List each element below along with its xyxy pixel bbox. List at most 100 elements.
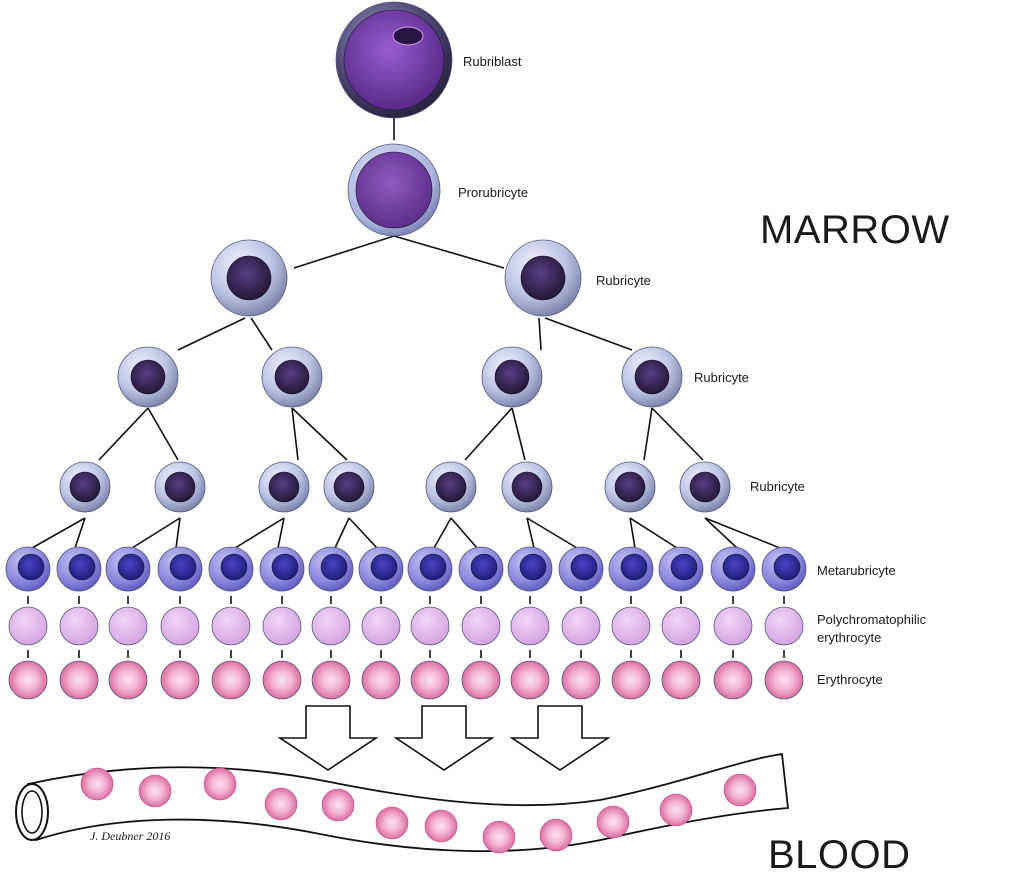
- rubricyte-l3-cell: [425, 461, 477, 513]
- erythrocyte-cell: [764, 660, 804, 700]
- polychromatophilic-cell: [661, 606, 701, 646]
- rubriblast-cell: [335, 1, 453, 119]
- label-polychromatophilic-2: erythrocyte: [817, 630, 881, 645]
- metarubricyte-cell: [658, 546, 704, 592]
- connector-r3-meta: [629, 517, 678, 549]
- blood-erythrocytes: [80, 767, 757, 854]
- connector-r2-r3: [643, 407, 653, 461]
- rubricyte-l2-cell: [261, 346, 323, 408]
- connector-r3-meta: [526, 517, 535, 549]
- erythrocyte-cell: [713, 660, 753, 700]
- polychromatophilic-cell: [160, 606, 200, 646]
- connector-r3-meta: [334, 517, 350, 549]
- down-arrow-icon: [509, 705, 611, 771]
- connector-r2-r3: [147, 407, 179, 461]
- label-polychromatophilic-1: Polychromatophilic: [817, 612, 927, 627]
- label-rubriblast: Rubriblast: [463, 54, 522, 69]
- connector-pro-r1-left: [293, 235, 395, 269]
- blood-erythrocyte: [80, 767, 114, 801]
- metarubricyte-cell: [358, 546, 404, 592]
- polychromatophilic-cell: [311, 606, 351, 646]
- connector-r3-meta: [74, 517, 86, 549]
- metarubricyte-cell: [157, 546, 203, 592]
- region-blood: BLOOD: [768, 833, 911, 877]
- rubricyte-l3-cell: [501, 461, 553, 513]
- connector-r3-meta: [348, 517, 378, 549]
- connector-r3-meta: [450, 517, 478, 549]
- metarubricyte-cell: [105, 546, 151, 592]
- connector-r3-meta: [31, 517, 86, 549]
- label-prorubricyte: Prorubricyte: [458, 185, 528, 200]
- rubricyte-l1-cell: [504, 239, 582, 317]
- label-metarubricyte: Metarubricyte: [817, 563, 896, 578]
- connector-r3-meta: [234, 517, 285, 549]
- prorubricyte-cell: [347, 143, 441, 237]
- erythrocyte-cell: [611, 660, 651, 700]
- erythrocyte-cell: [661, 660, 701, 700]
- polychromatophilic-cell: [361, 606, 401, 646]
- polychromatophilic-cell: [59, 606, 99, 646]
- erythrocyte-cell: [8, 660, 48, 700]
- rubricyte-l3-cell: [604, 461, 656, 513]
- blood-erythrocyte: [321, 788, 355, 822]
- blood-erythrocyte: [596, 805, 630, 839]
- label-rubricyte-3: Rubricyte: [750, 479, 805, 494]
- metarubricyte-cell: [56, 546, 102, 592]
- down-arrow-icon: [393, 705, 495, 771]
- lineage-connectors: [27, 118, 785, 658]
- metarubricyte-cell: [208, 546, 254, 592]
- metarubricyte-cell: [558, 546, 604, 592]
- label-rubricyte-2: Rubricyte: [694, 370, 749, 385]
- erythrocyte-cell: [361, 660, 401, 700]
- connector-r3-meta: [704, 517, 781, 549]
- metarubricyte-cell: [5, 546, 51, 592]
- erythrocyte-cell: [510, 660, 550, 700]
- polychromatophilic-cell: [211, 606, 251, 646]
- polychromatophilic-cell: [713, 606, 753, 646]
- blood-erythrocyte: [138, 774, 172, 808]
- blood-erythrocyte: [375, 806, 409, 840]
- metarubricyte-cell: [458, 546, 504, 592]
- connector-r2-r3: [464, 407, 513, 461]
- connector-r1-r2: [177, 317, 246, 351]
- connector-r3-meta: [629, 517, 636, 549]
- polychromatophilic-cell: [764, 606, 804, 646]
- region-marrow: MARROW: [760, 208, 950, 252]
- rubricyte-l2-cell: [481, 346, 543, 408]
- connector-r3-meta: [131, 517, 181, 549]
- connector-r3-meta: [175, 517, 181, 549]
- metarubricyte-cell: [259, 546, 305, 592]
- polychromatophilic-cell: [410, 606, 450, 646]
- blood-erythrocyte: [264, 787, 298, 821]
- polychromatophilic-cell: [461, 606, 501, 646]
- connector-r2-r3: [511, 407, 526, 461]
- connector-pro-r1-right: [393, 235, 505, 269]
- polychromatophilic-cell: [108, 606, 148, 646]
- erythrocyte-cell: [311, 660, 351, 700]
- connector-r3-meta: [277, 517, 285, 549]
- polychromatophilic-cell: [611, 606, 651, 646]
- blood-erythrocyte: [539, 818, 573, 852]
- metarubricyte-cell: [608, 546, 654, 592]
- connector-r2-r3: [651, 407, 704, 461]
- connector-r2-r3: [291, 407, 348, 461]
- blood-erythrocyte: [203, 767, 237, 801]
- rubricyte-l3-cell: [679, 461, 731, 513]
- connector-r1-r2: [538, 317, 542, 351]
- polychromatophilic-cell: [561, 606, 601, 646]
- blood-erythrocyte: [424, 809, 458, 843]
- erythrocyte-cell: [410, 660, 450, 700]
- polychromatophilic-cell: [8, 606, 48, 646]
- metarubricyte-cell: [507, 546, 553, 592]
- down-arrow-icon: [277, 705, 379, 771]
- erythrocyte-cell: [211, 660, 251, 700]
- connector-r2-r3: [291, 407, 299, 461]
- label-erythrocyte: Erythrocyte: [817, 672, 883, 687]
- migration-arrows: [277, 705, 611, 771]
- cell-layer: [5, 1, 807, 700]
- connector-r3-meta: [526, 517, 578, 549]
- blood-erythrocyte: [723, 773, 757, 807]
- metarubricyte-cell: [710, 546, 756, 592]
- polychromatophilic-cell: [262, 606, 302, 646]
